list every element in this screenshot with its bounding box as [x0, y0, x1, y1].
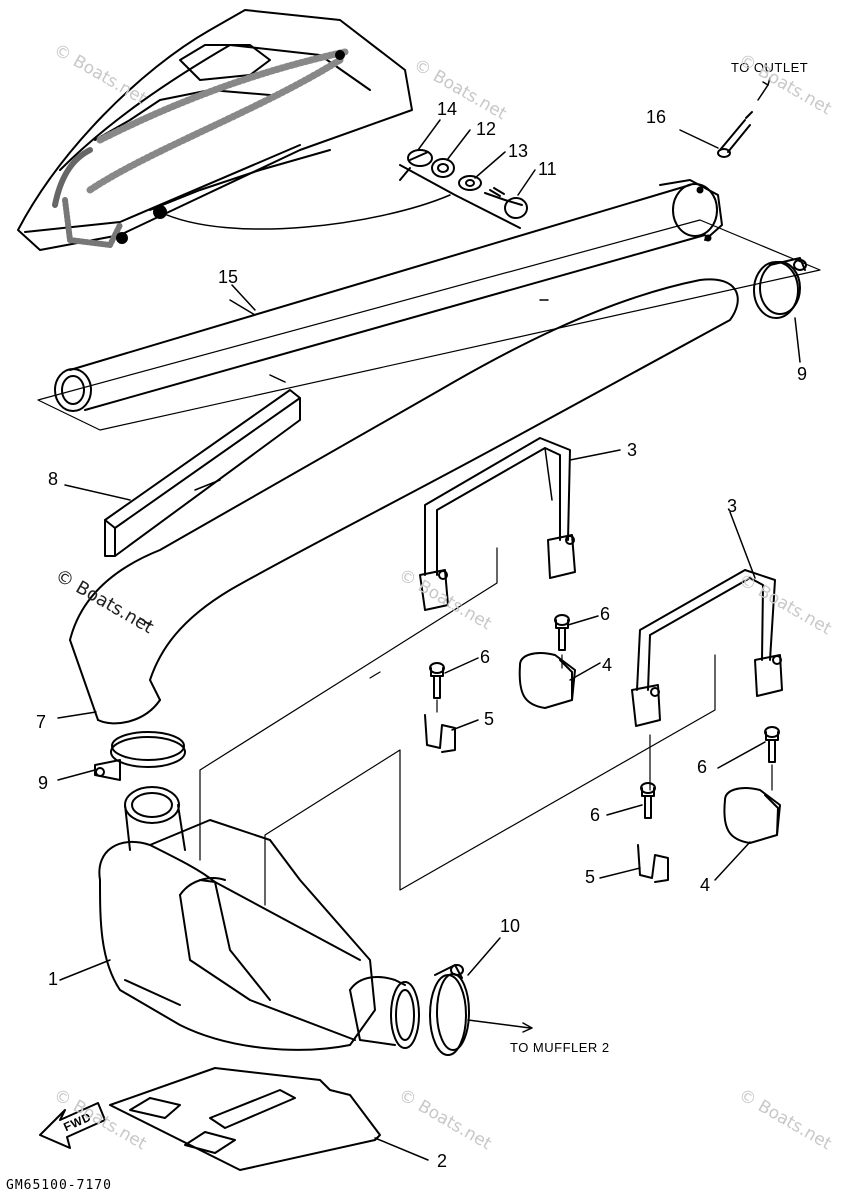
leader-lines [57, 119, 766, 1161]
fwd-arrow-icon [39, 1102, 106, 1149]
to-muffler-note: TO MUFFLER 2 [510, 1040, 610, 1055]
callout-6-c: 6 [697, 757, 708, 777]
callout-11: 11 [538, 159, 557, 179]
clamp-10 [429, 937, 533, 1056]
bolts-6 [429, 614, 780, 819]
callout-6-a: 6 [600, 604, 611, 624]
callout-14: 14 [437, 99, 458, 119]
clamp-9-upper [753, 257, 807, 363]
callout-1: 1 [48, 969, 59, 989]
callout-13: 13 [508, 141, 529, 161]
muffler-1 [98, 786, 420, 1051]
callout-9-upper: 9 [797, 364, 808, 384]
callout-7: 7 [36, 712, 47, 732]
callout-4-upper: 4 [602, 655, 613, 675]
callout-4-lower: 4 [700, 875, 711, 895]
callout-9-lower: 9 [38, 773, 49, 793]
clips-5 [424, 714, 669, 883]
hose-15 [37, 179, 821, 431]
rubber-pad-4-upper [518, 652, 576, 709]
callout-5-upper: 5 [484, 709, 495, 729]
callout-3-right: 3 [727, 496, 738, 516]
rubber-pad-4-lower [723, 787, 781, 844]
reference-lines [199, 547, 773, 906]
callout-8: 8 [48, 469, 59, 489]
clamp-9-lower [94, 731, 186, 781]
diagram-code: GM65100-7170 [6, 1178, 112, 1193]
to-outlet-note: TO OUTLET [731, 60, 809, 75]
callout-12: 12 [476, 119, 497, 139]
pad-8 [104, 389, 301, 557]
callout-16: 16 [646, 107, 667, 127]
outlet-nipple [679, 77, 771, 158]
callout-6-b: 6 [480, 647, 491, 667]
bracket-3-right [631, 569, 783, 727]
callout-5-lower: 5 [585, 867, 596, 887]
bracket-3-left [419, 437, 576, 611]
plate-2 [109, 1067, 381, 1171]
watercraft-illustration [17, 9, 451, 251]
fitting-parts [399, 149, 528, 229]
callout-6-d: 6 [590, 805, 601, 825]
hose-7 [69, 278, 739, 725]
callout-3-left: 3 [627, 440, 638, 460]
callout-10: 10 [500, 916, 521, 936]
callout-15: 15 [218, 267, 239, 287]
callout-2: 2 [437, 1151, 448, 1171]
